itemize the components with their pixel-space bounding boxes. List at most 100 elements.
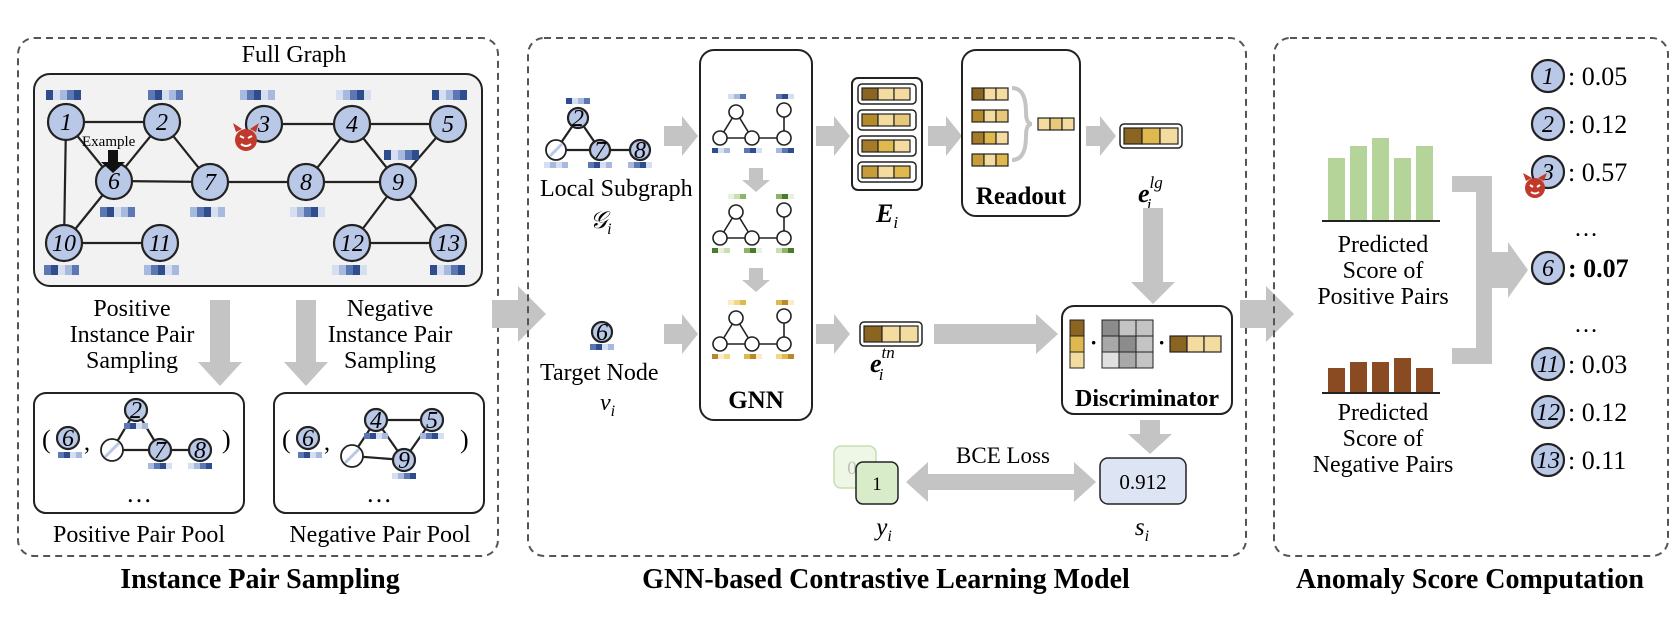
anomaly-score-title: Anomaly Score Computation — [1296, 564, 1644, 595]
graph-node: 7 — [147, 437, 173, 464]
svg-text:7: 7 — [204, 170, 217, 196]
positive-pair-pool-box — [33, 392, 245, 514]
feature-strip-node-6 — [100, 207, 135, 217]
svg-text:(: ( — [282, 425, 291, 454]
negative-pair-pool-label: Negative Pair Pool — [289, 522, 471, 548]
svg-text:Sampling: Sampling — [344, 348, 436, 374]
graph-node: 7 — [190, 162, 230, 202]
readout-output-vector — [1037, 117, 1075, 131]
feature-strip-node-13 — [430, 265, 465, 275]
svg-text:·: · — [1090, 330, 1097, 355]
feature-strip-node-2 — [148, 90, 183, 100]
graph-node: 8 — [628, 138, 652, 164]
target-node-icon: 6 — [590, 320, 614, 350]
svg-text:7: 7 — [154, 438, 167, 464]
readout-input-row — [971, 131, 1009, 145]
embedding-row — [861, 87, 911, 101]
positive-pool-ellipsis: … — [126, 479, 152, 508]
contrastive-model-panel — [527, 37, 1247, 557]
anomaly-score-panel — [1273, 37, 1669, 557]
feature-strip-sub — [148, 463, 172, 469]
svg-text:12: 12 — [340, 231, 364, 257]
feature-strip-target — [590, 344, 614, 350]
feature-strip-sub — [588, 162, 612, 168]
feature-strip-node-11 — [144, 265, 179, 275]
svg-text:2: 2 — [572, 106, 584, 132]
readout-input-row — [971, 109, 1009, 123]
svg-text:5: 5 — [442, 112, 454, 138]
feature-strip-sub — [628, 162, 652, 168]
svg-text:,: , — [324, 430, 330, 456]
etn-to-discriminator-arrow — [934, 314, 1058, 354]
histograms-merge-arrow — [1452, 176, 1528, 364]
svg-text:,: , — [84, 430, 90, 456]
svg-text:8: 8 — [194, 438, 206, 464]
svg-text:): ) — [460, 425, 469, 454]
readout-output — [1037, 117, 1075, 131]
score-item: 2: 0.12 — [1530, 106, 1627, 142]
svg-text:Instance Pair: Instance Pair — [70, 322, 195, 348]
svg-text:Score of: Score of — [1343, 426, 1424, 452]
svg-text:Positive: Positive — [93, 296, 170, 322]
label-back-value: 0 — [847, 458, 857, 479]
positive-sampling-arrow — [198, 300, 242, 386]
panel2-to-panel3-arrow — [1240, 286, 1294, 342]
graph-node: 13 — [428, 223, 468, 263]
feature-strip-sub — [566, 98, 590, 104]
gnn-feature-strip — [744, 248, 762, 253]
score-item: 13: 0.11 — [1530, 442, 1626, 478]
gnn-feature-strip — [776, 248, 794, 253]
bce-loss-label: BCE Loss — [956, 443, 1050, 468]
readout-inputs — [971, 87, 1009, 167]
example-label: Example — [82, 134, 136, 150]
svg-text:6: 6 — [108, 169, 120, 195]
feature-strip-target — [58, 452, 82, 458]
gnn-to-etn-arrow — [816, 314, 850, 354]
svg-text:Instance Pair: Instance Pair — [328, 322, 453, 348]
feature-strip-anchor — [544, 162, 568, 168]
svg-text:5: 5 — [426, 408, 438, 434]
gnn-feature-strip — [776, 300, 794, 305]
readout-to-elg-arrow — [1086, 116, 1116, 156]
discriminator-vector — [1169, 335, 1222, 353]
score-value: 0.912 — [1119, 470, 1166, 494]
readout-input-row — [971, 87, 1009, 101]
svg-text:10: 10 — [52, 231, 76, 257]
graph-node: 5 — [419, 407, 445, 434]
graph-node: 6 — [590, 320, 614, 346]
embedding-row — [861, 113, 911, 127]
negative-score-histogram — [1322, 358, 1440, 394]
svg-text:Negative Pairs: Negative Pairs — [1313, 452, 1454, 478]
svg-text:Predicted: Predicted — [1338, 232, 1429, 258]
e-tn-cells — [863, 325, 919, 343]
score-ellipsis-2: … — [1574, 312, 1598, 338]
negative-sampling-arrow — [284, 300, 328, 386]
feature-strip-sub — [364, 433, 388, 439]
svg-text:4: 4 — [370, 408, 382, 434]
graph-node: 2 — [142, 102, 182, 142]
svg-text:11: 11 — [149, 231, 171, 257]
gnn-feature-strip — [776, 194, 794, 199]
devil-face-icon — [233, 123, 259, 151]
instance-pair-sampling-title: Instance Pair Sampling — [120, 564, 400, 595]
e-lg-cells — [1123, 127, 1179, 145]
negative-pool-ellipsis: … — [366, 479, 392, 508]
svg-text:6: 6 — [302, 426, 314, 452]
graph-node: 10 — [44, 223, 84, 263]
graph-node: 4 — [332, 104, 372, 144]
discriminator-bilinear: ·· — [1069, 319, 1222, 369]
feature-strip-node-4 — [336, 90, 371, 100]
gnn-feature-strip — [712, 148, 730, 153]
svg-text:: 0.11: : 0.11 — [1568, 446, 1626, 475]
graph-node: 6 — [94, 161, 134, 201]
graph-node: 8 — [187, 437, 213, 464]
feature-strip-sub — [392, 473, 416, 479]
svg-text:13: 13 — [436, 231, 460, 257]
graph-node: 4 — [363, 407, 389, 434]
negative-sampling-text: Negative Instance Pair Sampling — [328, 296, 453, 374]
